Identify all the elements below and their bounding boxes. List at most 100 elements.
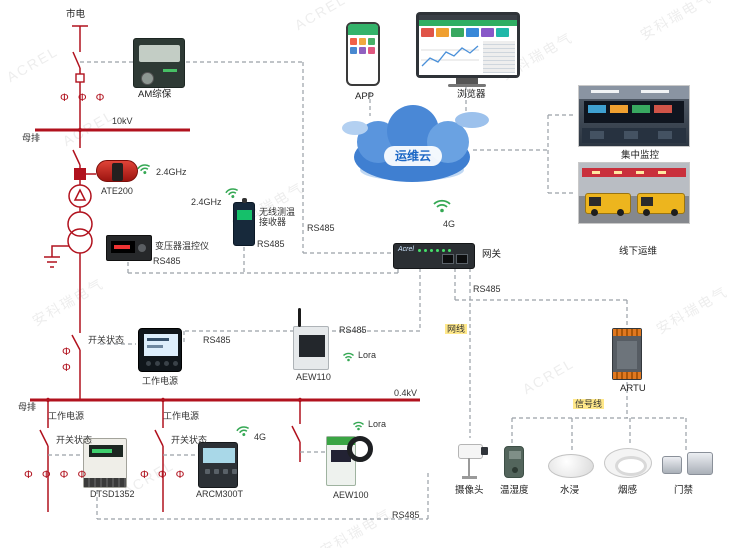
lan-cable-label: 网线: [445, 324, 468, 335]
ct-symbols: Φ Φ Φ: [140, 469, 188, 481]
4g-label: 4G: [443, 219, 456, 229]
work-power-label: 工作电源: [142, 376, 179, 386]
terminal-strip: [613, 372, 641, 379]
voltage-04kv-label: 0.4kV: [394, 388, 418, 398]
signal-cable-label: 信号线: [573, 399, 605, 410]
water-leak-label: 水浸: [560, 485, 580, 496]
rs485-label: RS485: [473, 284, 501, 294]
lora-label: Lora: [368, 419, 387, 429]
wifi-icon: [135, 161, 153, 182]
wheel: [591, 209, 598, 216]
dashboard-chart: [421, 45, 479, 67]
wheel: [643, 209, 650, 216]
terminal-strip: [613, 329, 641, 336]
mains-label: 市电: [66, 9, 86, 20]
aew100-label: AEW100: [333, 490, 369, 500]
switch-status-label: 开关状态: [56, 435, 93, 445]
central-monitoring-photo: [578, 85, 690, 147]
gateway-device: Acrel: [393, 243, 475, 269]
switch-status-label: 开关状态: [88, 335, 125, 345]
door-access-label: 门禁: [674, 485, 694, 496]
voltage-10kv-label: 10kV: [112, 116, 133, 126]
ct-symbols: Φ Φ Φ: [60, 92, 108, 104]
rs485-label: RS485: [339, 325, 367, 335]
ct-symbol: Φ: [62, 346, 74, 358]
wireless-temp-receiver-device: [233, 198, 255, 246]
gateway-leds: [418, 249, 451, 252]
wifi-4g-icon: [432, 196, 452, 218]
central-monitoring-label: 集中监控: [621, 150, 660, 161]
arcm300t-device: [198, 442, 238, 488]
sensor-band: [112, 163, 123, 181]
water-leak-sensor: [548, 454, 594, 478]
ct-ring: [347, 436, 373, 462]
wifi-4g-icon: [234, 423, 252, 444]
relay-led: [163, 69, 177, 72]
door-magnet-part: [662, 456, 682, 474]
busbar-label: 母排: [18, 402, 37, 412]
sensor-dot: [512, 467, 518, 473]
video-wall: [584, 101, 684, 123]
controller-digits: [114, 245, 130, 249]
gateway-port: [442, 254, 454, 264]
wheel: [671, 209, 678, 216]
ate200-sensor-device: [96, 160, 138, 182]
ceiling-light: [641, 90, 669, 93]
lora-icon: [342, 349, 355, 367]
lora-icon: [352, 418, 365, 436]
gateway-brand: Acrel: [398, 246, 414, 253]
red-banner: [582, 168, 686, 177]
relay-screen: [139, 45, 180, 62]
rs485-label: RS485: [203, 335, 231, 345]
meter-terminals: [84, 478, 126, 487]
meter-screen: [203, 448, 235, 463]
meter-buttons: [205, 469, 237, 474]
control-room-ceiling: [579, 86, 689, 99]
browser-titlebar: [419, 15, 517, 20]
receiver-antenna-nub: [242, 198, 247, 203]
wheel: [617, 209, 624, 216]
camera-lens: [481, 447, 488, 455]
camera-sensor: [456, 442, 490, 482]
phone-header: [348, 24, 378, 35]
temp-controller-label: 变压器温控仪: [155, 241, 210, 251]
app-label: APP: [355, 91, 375, 102]
meter-reading: [147, 345, 163, 348]
switch-status-label: 开关状态: [171, 435, 208, 445]
ct-symbols: Φ Φ Φ Φ: [24, 469, 90, 481]
camera-base: [462, 476, 477, 479]
temp-humidity-sensor: [504, 446, 524, 478]
protection-relay-device: [133, 38, 185, 88]
service-van: [637, 193, 685, 214]
power-meter-device: [138, 328, 182, 372]
am-relay-label: AM综保: [138, 89, 172, 100]
smoke-detector-ring: [615, 456, 647, 476]
rs485-label: RS485: [392, 510, 420, 520]
receiver-screen: [237, 210, 252, 220]
camera-body: [458, 444, 483, 459]
aew110-label: AEW110: [296, 372, 331, 382]
dashboard-table: [483, 41, 515, 73]
camera-label: 摄像头: [455, 485, 484, 496]
work-power-label: 工作电源: [163, 411, 200, 421]
sensor-vent: [509, 451, 521, 459]
relay-knob: [141, 72, 154, 85]
artu-face: [617, 341, 637, 369]
browser-monitor: [416, 12, 520, 78]
cloud-shape: [342, 105, 489, 182]
aew110-antenna: [298, 308, 301, 327]
gateway-port: [456, 254, 468, 264]
cloud-label: 运维云: [384, 146, 442, 166]
offline-ops-label: 线下运维: [619, 246, 658, 257]
wifi-icon: [223, 185, 241, 206]
artu-label: ARTU: [620, 383, 646, 394]
aew100-screen: [331, 450, 351, 462]
dashboard-tiles: [421, 28, 509, 37]
phone-widgets: [350, 38, 377, 54]
lora-label: Lora: [358, 350, 377, 360]
mobile-app-phone: [346, 22, 380, 86]
dtsd1352-meter-device: [83, 438, 127, 488]
operator-desks: [582, 128, 686, 143]
busbar-label: 母排: [22, 133, 41, 143]
